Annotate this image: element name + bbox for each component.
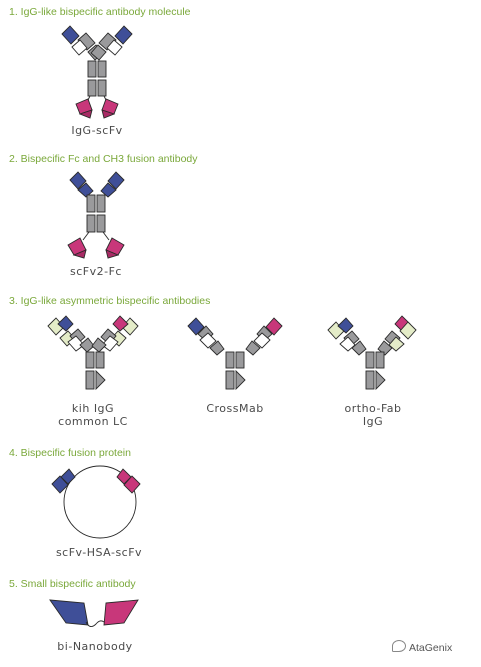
crossmab-label: CrossMab <box>206 402 264 415</box>
section-5-heading: 5. Small bispecific antibody <box>9 578 136 590</box>
igg-scfv-label: IgG-scFv <box>71 124 123 137</box>
watermark: AtaGenix <box>392 640 452 654</box>
watermark-text: AtaGenix <box>409 642 453 654</box>
antibody-scfv2-fc-icon <box>67 171 125 259</box>
scfv-hsa-scfv-icon <box>51 465 141 539</box>
bi-nanobody-label: bi-Nanobody <box>57 640 133 653</box>
kih-igg-label: kih IgG common LC <box>58 402 128 428</box>
bi-nanobody-icon <box>49 599 139 627</box>
section-2-heading: 2. Bispecific Fc and CH3 fusion antibody <box>9 153 198 165</box>
ortho-fab-label: ortho-Fab IgG <box>344 402 402 428</box>
scfv-hsa-scfv-label: scFv-HSA-scFv <box>55 546 143 559</box>
section-1-heading: 1. IgG-like bispecific antibody molecule <box>9 6 191 18</box>
section-3-heading: 3. IgG-like asymmetric bispecific antibo… <box>9 295 211 307</box>
section-4-heading: 4. Bispecific fusion protein <box>9 447 131 459</box>
wechat-logo-icon <box>392 640 406 652</box>
antibody-ortho-fab-icon <box>327 315 417 391</box>
scfv2-fc-label: scFv2-Fc <box>70 265 122 278</box>
antibody-igg-scfv-icon <box>61 25 133 119</box>
antibody-kih-igg-icon <box>47 315 139 391</box>
antibody-crossmab-icon <box>187 317 283 391</box>
